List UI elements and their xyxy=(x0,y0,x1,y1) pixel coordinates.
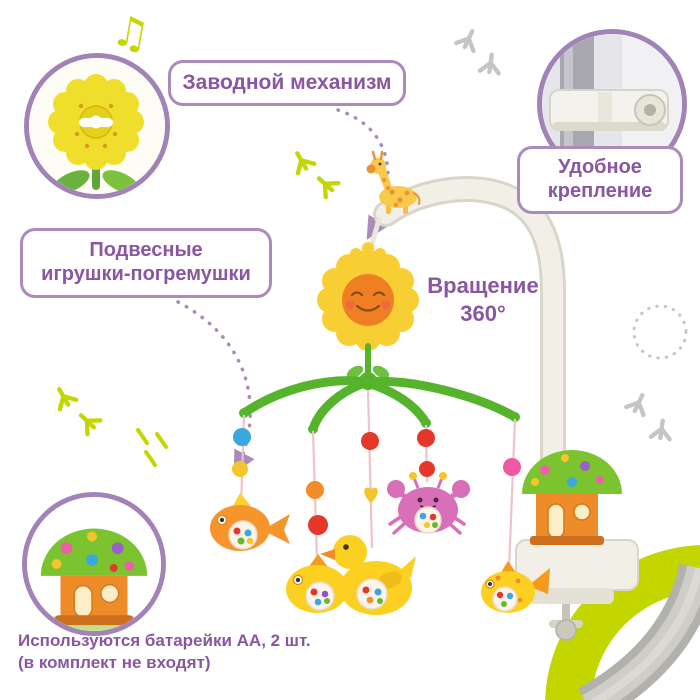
dashed-circle-decor xyxy=(632,304,688,360)
mobile-arm xyxy=(373,176,566,565)
corner-swoosh-decor xyxy=(545,545,700,700)
callout-mount-line2: крепление xyxy=(547,180,653,202)
toy-house xyxy=(522,450,622,545)
callout-toys-line2: игрушки-погремушки xyxy=(41,263,251,285)
dashed-arrow-to-sun xyxy=(336,108,390,240)
callout-hanging-toys: Подвесные игрушки-погремушки xyxy=(20,228,272,298)
windup-mechanism-photo xyxy=(24,53,170,199)
toy-crab xyxy=(387,472,470,535)
sun-hanger xyxy=(368,216,382,251)
toy-fish-yellow xyxy=(286,554,368,613)
rotation-caption: Вращение 360° xyxy=(408,272,558,327)
house-toy-photo xyxy=(22,492,166,636)
string-beads xyxy=(232,428,521,535)
toy-fish-small xyxy=(481,561,550,613)
callout-mounting: Удобное крепление xyxy=(517,146,683,214)
green-arms xyxy=(239,343,520,434)
crib-rail xyxy=(577,563,700,700)
toy-fish-orange xyxy=(210,493,290,551)
callout-windup-mechanism: Заводной механизм xyxy=(168,60,406,106)
green-ticks-decor xyxy=(136,428,168,467)
sun-toy xyxy=(317,242,419,351)
hanging-strings xyxy=(239,389,517,571)
battery-note-line2: (в комплект не входят) xyxy=(18,653,211,673)
callout-toys-line1: Подвесные xyxy=(89,239,203,262)
toy-duck xyxy=(320,535,416,615)
rotation-caption-line2: 360° xyxy=(460,300,506,326)
rotation-caption-line1: Вращение xyxy=(427,273,539,298)
battery-note: Используются батарейки АА, 2 шт. (в комп… xyxy=(18,630,311,674)
battery-note-line1: Используются батарейки АА, 2 шт. xyxy=(18,631,311,650)
giraffe-figure xyxy=(366,150,421,214)
callout-windup-label: Заводной механизм xyxy=(182,70,392,94)
callout-mount-line1: Удобное xyxy=(558,156,642,179)
